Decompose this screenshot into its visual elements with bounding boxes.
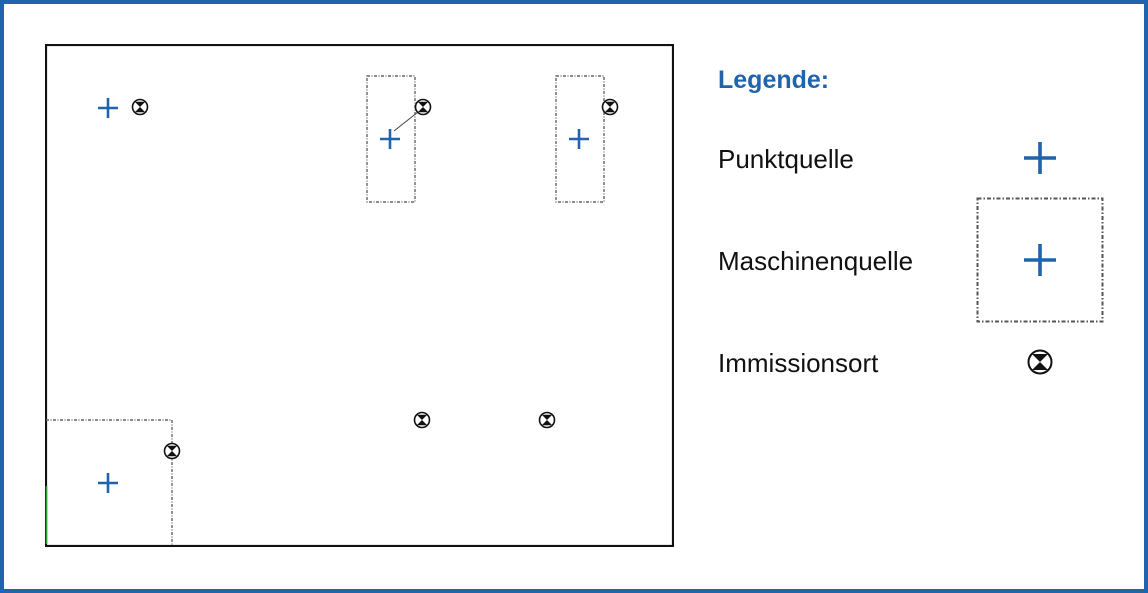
- legend-label-machine-source: Maschinenquelle: [718, 246, 914, 276]
- immission-point-icon: [413, 411, 431, 429]
- machine-source-icon: [96, 471, 120, 495]
- immission-point-icon: [163, 442, 181, 460]
- point-source-icon: [96, 96, 120, 120]
- machine-source-area-2: [555, 75, 605, 203]
- connector-line: [393, 111, 419, 132]
- machine-source-icon: [567, 127, 591, 151]
- immission-point-icon: [1027, 349, 1053, 375]
- site-boundary: [45, 44, 674, 547]
- machine-source-area-1: [366, 75, 416, 203]
- legend-label-immission-point: Immissionsort: [718, 348, 879, 378]
- machine-source-icon: [378, 127, 402, 151]
- legend-label-point-source: Punktquelle: [718, 144, 854, 174]
- site-plan-svg: [45, 44, 674, 547]
- immission-point-icon: [538, 411, 556, 429]
- immission-point-icon: [131, 98, 149, 116]
- site-plan: [45, 44, 674, 547]
- machine-source-icon: [976, 197, 1104, 323]
- immission-point-icon: [601, 98, 619, 116]
- legend-title: Legende:: [718, 66, 830, 94]
- immission-point-icon: [414, 98, 432, 116]
- machine-source-area-3: [46, 419, 173, 546]
- point-source-icon: [1024, 142, 1056, 174]
